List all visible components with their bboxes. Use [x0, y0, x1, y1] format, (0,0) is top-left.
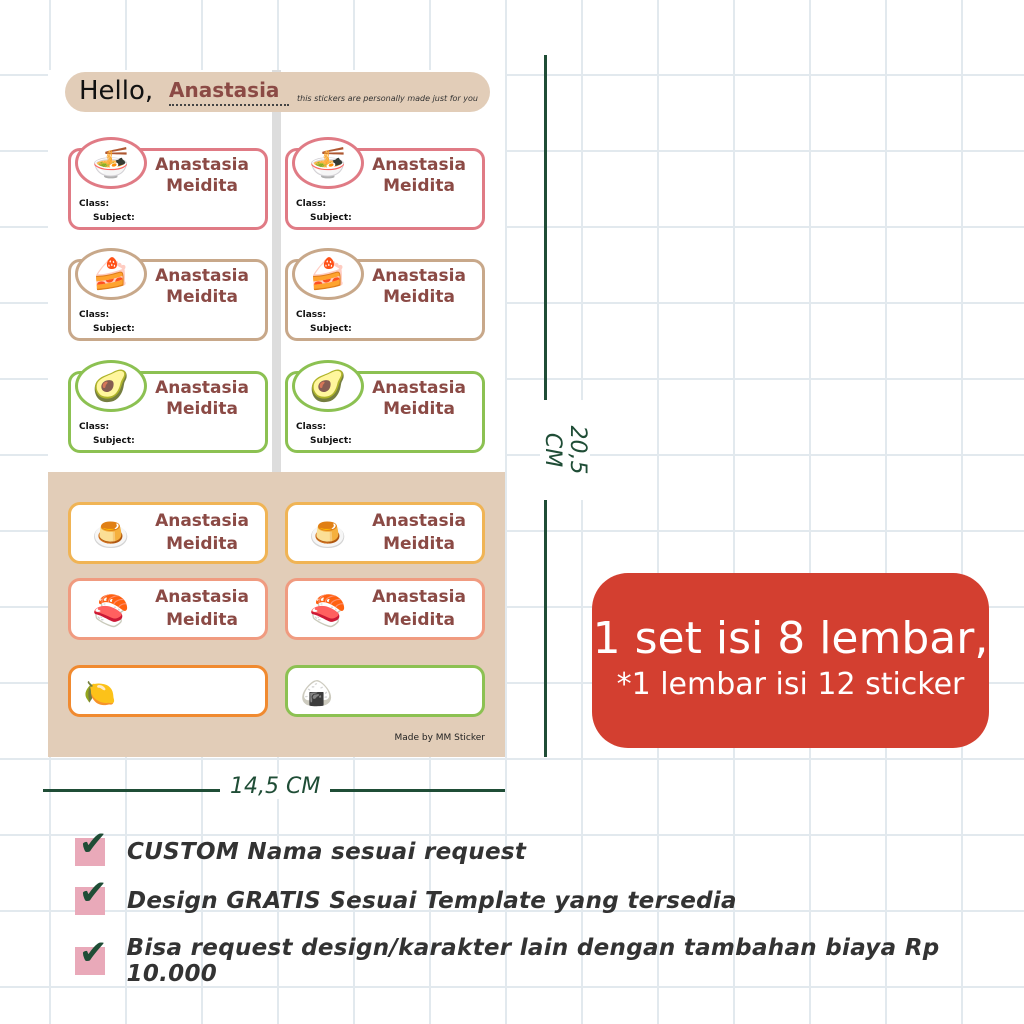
flan-icon: 🍮 [309, 517, 347, 553]
sticker-name-line-1: Anastasia [155, 511, 249, 531]
subject-label: Subject: [93, 436, 135, 446]
height-label: 20,5 CM [540, 400, 590, 500]
sticker-name-line-1: Anastasia [372, 378, 466, 398]
pudding-icon: 🍰 [292, 248, 364, 300]
promo-line-2: *1 lembar isi 12 sticker [616, 667, 965, 702]
promo-badge: 1 set isi 8 lembar, *1 lembar isi 12 sti… [592, 573, 989, 748]
sticker-name-line-1: Anastasia [155, 155, 249, 175]
sticker-name-line-2: Meidita [383, 287, 455, 307]
sticker-name-line-2: Meidita [383, 610, 455, 630]
tagline: this stickers are personally made just f… [297, 94, 478, 103]
noodle-bowl-icon: 🍜 [292, 137, 364, 189]
onigiri-icon: 🍙 [300, 679, 334, 709]
sticker-sheet-preview: Hello, Anastasia this stickers are perso… [48, 70, 505, 757]
hello-text: Hello, [79, 76, 154, 106]
sticker-name-line-2: Meidita [383, 534, 455, 554]
blank-sticker: 🍋 [68, 665, 268, 717]
sticker-name-line-2: Meidita [166, 610, 238, 630]
pudding-icon: 🍰 [75, 248, 147, 300]
subject-label: Subject: [93, 324, 135, 334]
sticker-name-line-2: Meidita [383, 176, 455, 196]
blank-sticker: 🍙 [285, 665, 485, 717]
class-label: Class: [79, 310, 110, 320]
sticker-name-line-1: Anastasia [155, 378, 249, 398]
class-label: Class: [296, 310, 327, 320]
sticker-name-line-2: Meidita [166, 287, 238, 307]
feature-item: ✔ CUSTOM Nama sesuai request [75, 824, 527, 866]
hello-banner: Hello, Anastasia this stickers are perso… [65, 72, 490, 112]
sushi-icon: 🍣 [309, 593, 347, 629]
avocado-icon: 🥑 [292, 360, 364, 412]
noodle-bowl-icon: 🍜 [75, 137, 147, 189]
hello-name: Anastasia [169, 78, 289, 106]
feature-text: CUSTOM Nama sesuai request [127, 839, 527, 865]
subject-label: Subject: [310, 213, 352, 223]
feature-text: Bisa request design/karakter lain dengan… [126, 935, 940, 987]
sticker-name-line-1: Anastasia [155, 266, 249, 286]
subject-label: Subject: [310, 436, 352, 446]
width-label: 14,5 CM [220, 774, 331, 799]
class-label: Class: [79, 199, 110, 209]
flan-icon: 🍮 [92, 517, 130, 553]
checkmark-icon: ✔ [75, 824, 108, 866]
feature-text: Design GRATIS Sesuai Template yang terse… [127, 888, 737, 914]
sticker-name-line-2: Meidita [383, 399, 455, 419]
class-label: Class: [296, 199, 327, 209]
lemon-icon: 🍋 [83, 679, 117, 709]
sticker-name-line-2: Meidita [166, 399, 238, 419]
feature-item: ✔ Bisa request design/karakter lain denga… [75, 933, 1024, 987]
class-label: Class: [79, 422, 110, 432]
avocado-icon: 🥑 [75, 360, 147, 412]
class-label: Class: [296, 422, 327, 432]
sticker-name-line-2: Meidita [166, 534, 238, 554]
sushi-icon: 🍣 [92, 593, 130, 629]
subject-label: Subject: [310, 324, 352, 334]
feature-item: ✔ Design GRATIS Sesuai Template yang ters… [75, 873, 737, 915]
promo-line-1: 1 set isi 8 lembar, [592, 613, 989, 664]
sticker-name-line-2: Meidita [166, 176, 238, 196]
sticker-name-line-1: Anastasia [372, 266, 466, 286]
sticker-name-line-1: Anastasia [372, 587, 466, 607]
subject-label: Subject: [93, 213, 135, 223]
sticker-name-line-1: Anastasia [155, 587, 249, 607]
made-by: Made by MM Sticker [394, 733, 485, 743]
sticker-name-line-1: Anastasia [372, 155, 466, 175]
checkmark-icon: ✔ [75, 933, 108, 975]
checkmark-icon: ✔ [75, 873, 108, 915]
sticker-name-line-1: Anastasia [372, 511, 466, 531]
